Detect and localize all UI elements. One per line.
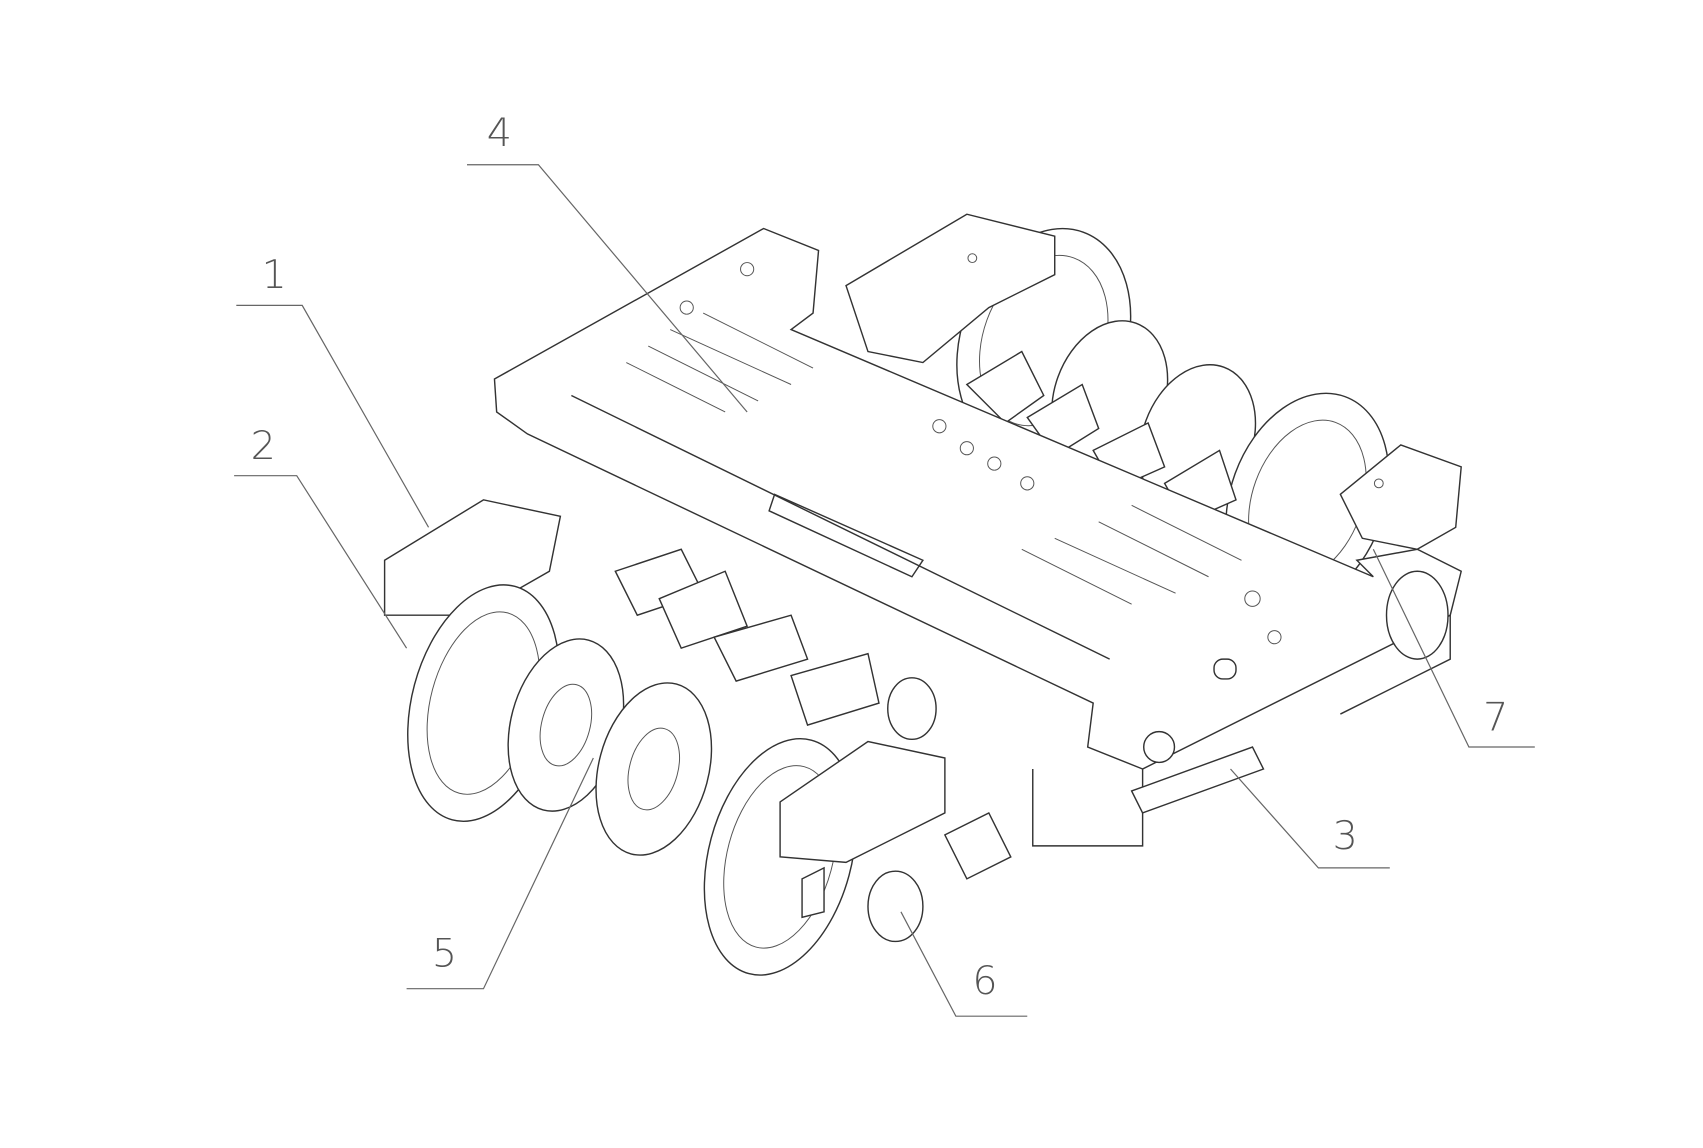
callout-6: 6 [972, 958, 997, 1004]
callout-5: 5 [432, 931, 457, 977]
callout-labels: 4 1 2 3 5 6 7 [251, 110, 1509, 1004]
leader-5 [406, 757, 594, 990]
leader-3 [1230, 768, 1390, 869]
callout-4: 4 [487, 110, 512, 156]
leader-6 [900, 911, 1028, 1017]
callout-3: 3 [1333, 813, 1358, 859]
front-wheelsets [383, 499, 946, 976]
callout-7: 7 [1483, 695, 1508, 741]
leader-2 [234, 475, 408, 649]
leader-7 [1372, 549, 1535, 748]
leader-1 [236, 304, 430, 528]
leader-4 [467, 164, 748, 413]
motors [867, 570, 1449, 943]
callout-2: 2 [251, 423, 276, 469]
frame-bolster [493, 227, 1463, 847]
callout-1: 1 [262, 252, 287, 298]
callout-leaders [234, 164, 1535, 1017]
